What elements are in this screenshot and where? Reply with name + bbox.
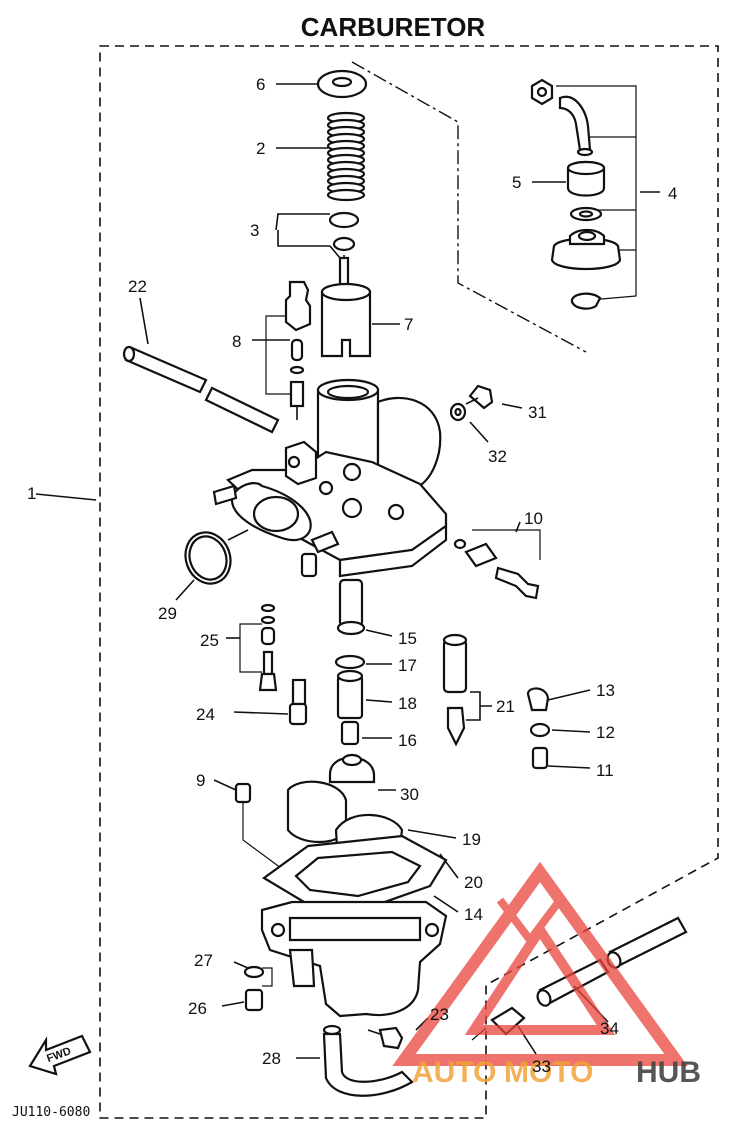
bracket-line xyxy=(556,85,637,301)
part-o-ring-17 xyxy=(334,654,366,670)
callout-14: 14 xyxy=(464,905,483,924)
part-clip-3 xyxy=(328,211,360,294)
callout-3: 3 xyxy=(250,221,259,240)
callout-28: 28 xyxy=(262,1049,281,1068)
part-starter-plunger-25 xyxy=(239,603,278,692)
part-cap-assembly-4 xyxy=(530,78,622,310)
callout-4: 4 xyxy=(668,184,677,203)
callout-26: 26 xyxy=(188,999,207,1018)
callout-17: 17 xyxy=(398,656,417,675)
callout-5: 5 xyxy=(512,173,521,192)
part-main-jet-holder-18 xyxy=(336,669,364,720)
part-washer-32 xyxy=(449,402,467,422)
part-float-bowl xyxy=(260,900,448,1018)
part-drain-screw-26 xyxy=(244,988,264,1012)
assembly-boundary xyxy=(99,45,719,1119)
callout-23: 23 xyxy=(430,1005,449,1024)
automotohub-logo-icon xyxy=(392,861,688,1066)
callout-20: 20 xyxy=(464,873,483,892)
part-gasket-14 xyxy=(262,834,448,912)
part-valve-seat-30 xyxy=(328,753,376,784)
callout-18: 18 xyxy=(398,694,417,713)
callout-labels: 1 2 3 4 5 6 7 8 9 10 11 12 13 14 15 16 1… xyxy=(27,75,677,1076)
callout-25: 25 xyxy=(200,631,219,650)
part-pilot-screw-8 xyxy=(265,280,312,420)
part-screw-23 xyxy=(367,1026,404,1050)
callout-12: 12 xyxy=(596,723,615,742)
callout-27: 27 xyxy=(194,951,213,970)
callout-19: 19 xyxy=(462,830,481,849)
watermark-brand-part1: AUTO xyxy=(412,1056,496,1089)
callout-33: 33 xyxy=(532,1057,551,1076)
part-spring-2 xyxy=(326,111,366,202)
reference-line xyxy=(351,61,587,353)
part-screw-11 xyxy=(531,746,549,770)
drawing-code: JU110-6080 xyxy=(12,1105,90,1120)
callout-10: 10 xyxy=(524,509,543,528)
part-main-jet-16 xyxy=(340,720,360,746)
part-carburetor-body-1 xyxy=(212,378,448,578)
fwd-arrow-icon: FWD xyxy=(28,1034,92,1076)
part-washer-12 xyxy=(529,722,551,738)
callout-34: 34 xyxy=(600,1019,619,1038)
callout-24: 24 xyxy=(196,705,215,724)
diagram-title: CARBURETOR xyxy=(301,12,486,42)
callout-9: 9 xyxy=(196,771,205,790)
watermark-brand: AUTO MOTO HUB xyxy=(412,1056,701,1089)
part-pilot-jet-24 xyxy=(288,678,308,726)
part-washer-27 xyxy=(243,965,273,987)
callout-1: 1 xyxy=(27,484,36,503)
callout-31: 31 xyxy=(528,403,547,422)
part-washer-6 xyxy=(316,69,368,99)
callout-29: 29 xyxy=(158,604,177,623)
callout-6: 6 xyxy=(256,75,265,94)
callout-13: 13 xyxy=(596,681,615,700)
callout-16: 16 xyxy=(398,731,417,750)
part-vent-hose-22 xyxy=(122,345,280,434)
watermark-brand-part2: MOTO xyxy=(504,1056,593,1089)
part-needle-jet-15 xyxy=(336,578,366,636)
callout-30: 30 xyxy=(400,785,419,804)
part-o-ring-29 xyxy=(184,531,232,585)
callout-7: 7 xyxy=(404,315,413,334)
callout-8: 8 xyxy=(232,332,241,351)
watermark-brand-part3: HUB xyxy=(636,1056,701,1089)
part-drain-hose-28 xyxy=(322,1024,414,1097)
callout-21: 21 xyxy=(496,697,515,716)
part-needle-valve-21 xyxy=(442,633,468,747)
part-screw-31 xyxy=(465,384,494,410)
callout-2: 2 xyxy=(256,139,265,158)
callout-32: 32 xyxy=(488,447,507,466)
callout-11: 11 xyxy=(596,761,614,780)
callout-22: 22 xyxy=(128,277,147,296)
part-clip-13 xyxy=(526,687,550,712)
part-throttle-slide-7 xyxy=(320,282,372,358)
spring-coil xyxy=(326,188,366,202)
part-throttle-screw-10 xyxy=(453,529,541,600)
callout-15: 15 xyxy=(398,629,417,648)
